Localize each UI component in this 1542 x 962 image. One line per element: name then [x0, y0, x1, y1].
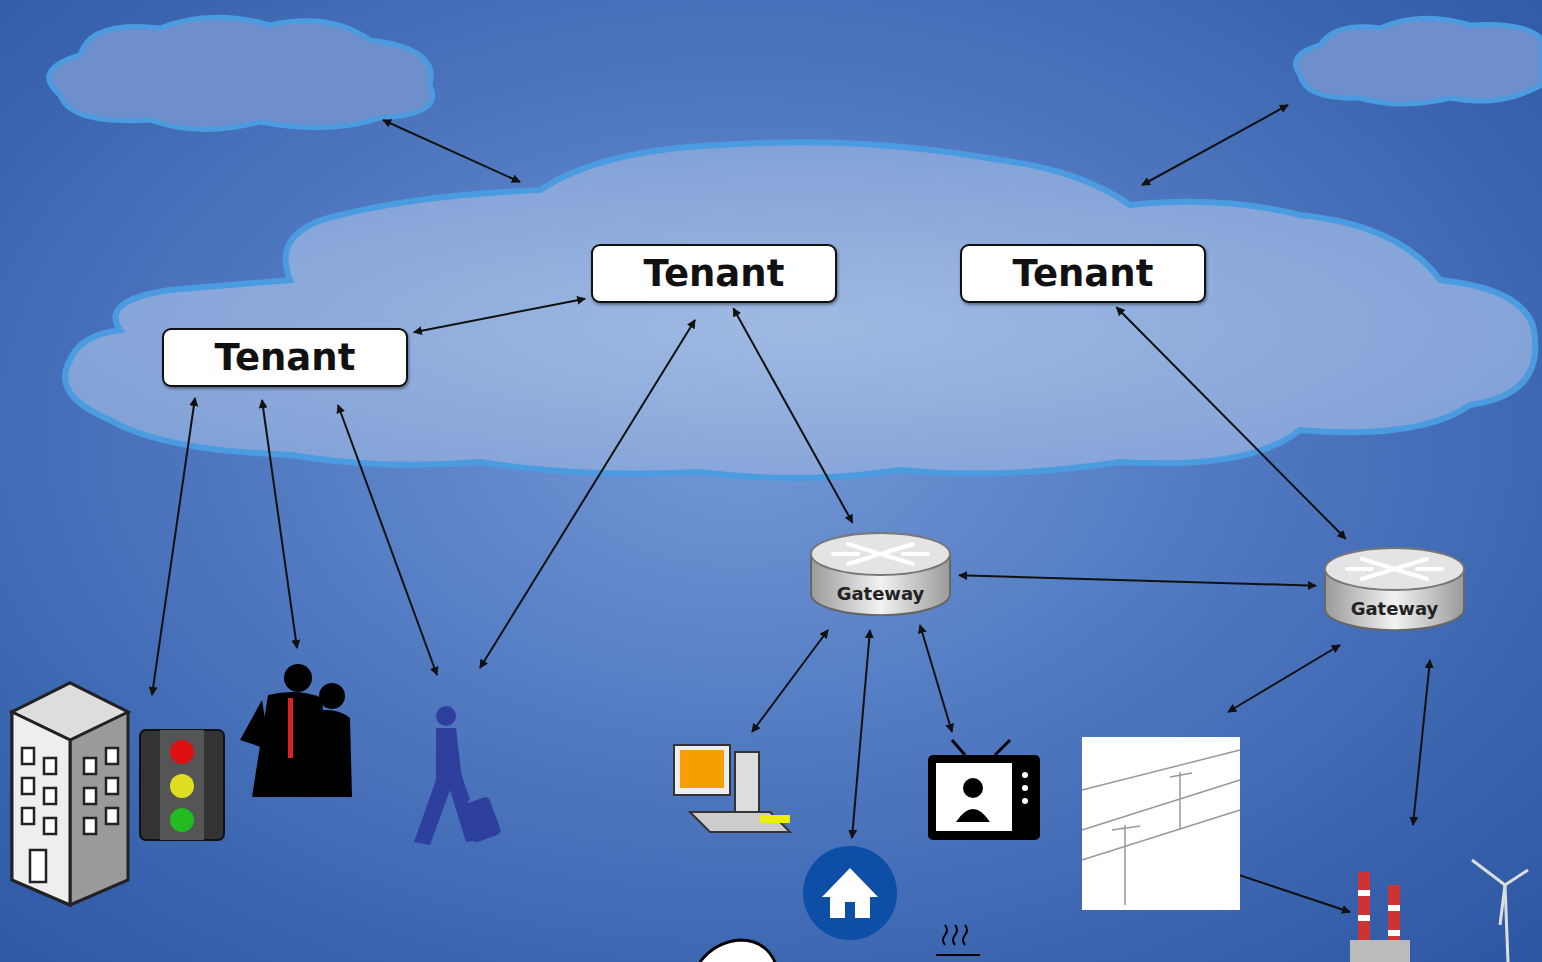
building-icon	[12, 683, 128, 905]
router-symbol	[1322, 543, 1467, 633]
traveller-icon	[414, 706, 502, 845]
tv-icon	[928, 740, 1040, 840]
tenant-label: Tenant	[644, 252, 785, 295]
windmill-icon	[1472, 860, 1528, 962]
power-plant-icon	[1350, 872, 1410, 962]
connector-arrow	[959, 575, 1316, 585]
people-icon	[240, 664, 352, 797]
tenant-label: Tenant	[1013, 252, 1154, 295]
connector-arrow	[414, 299, 585, 333]
traffic-light-icon	[140, 730, 224, 840]
connector-arrow	[1116, 307, 1345, 538]
tenant-box: Tenant	[960, 244, 1206, 303]
tenant-label: Tenant	[215, 336, 356, 379]
computer-icon	[674, 745, 790, 832]
powerline-icon	[1082, 737, 1240, 910]
home-icon	[803, 846, 897, 940]
gateway-label: Gateway	[1351, 598, 1439, 633]
tenant-box: Tenant	[591, 244, 837, 303]
gateway-router: Gateway	[1322, 543, 1467, 633]
router-symbol	[808, 528, 953, 618]
gateway-router: Gateway	[808, 528, 953, 618]
tenant-box: Tenant	[162, 328, 408, 387]
connector-arrow	[733, 308, 852, 523]
gateway-label: Gateway	[837, 583, 925, 618]
